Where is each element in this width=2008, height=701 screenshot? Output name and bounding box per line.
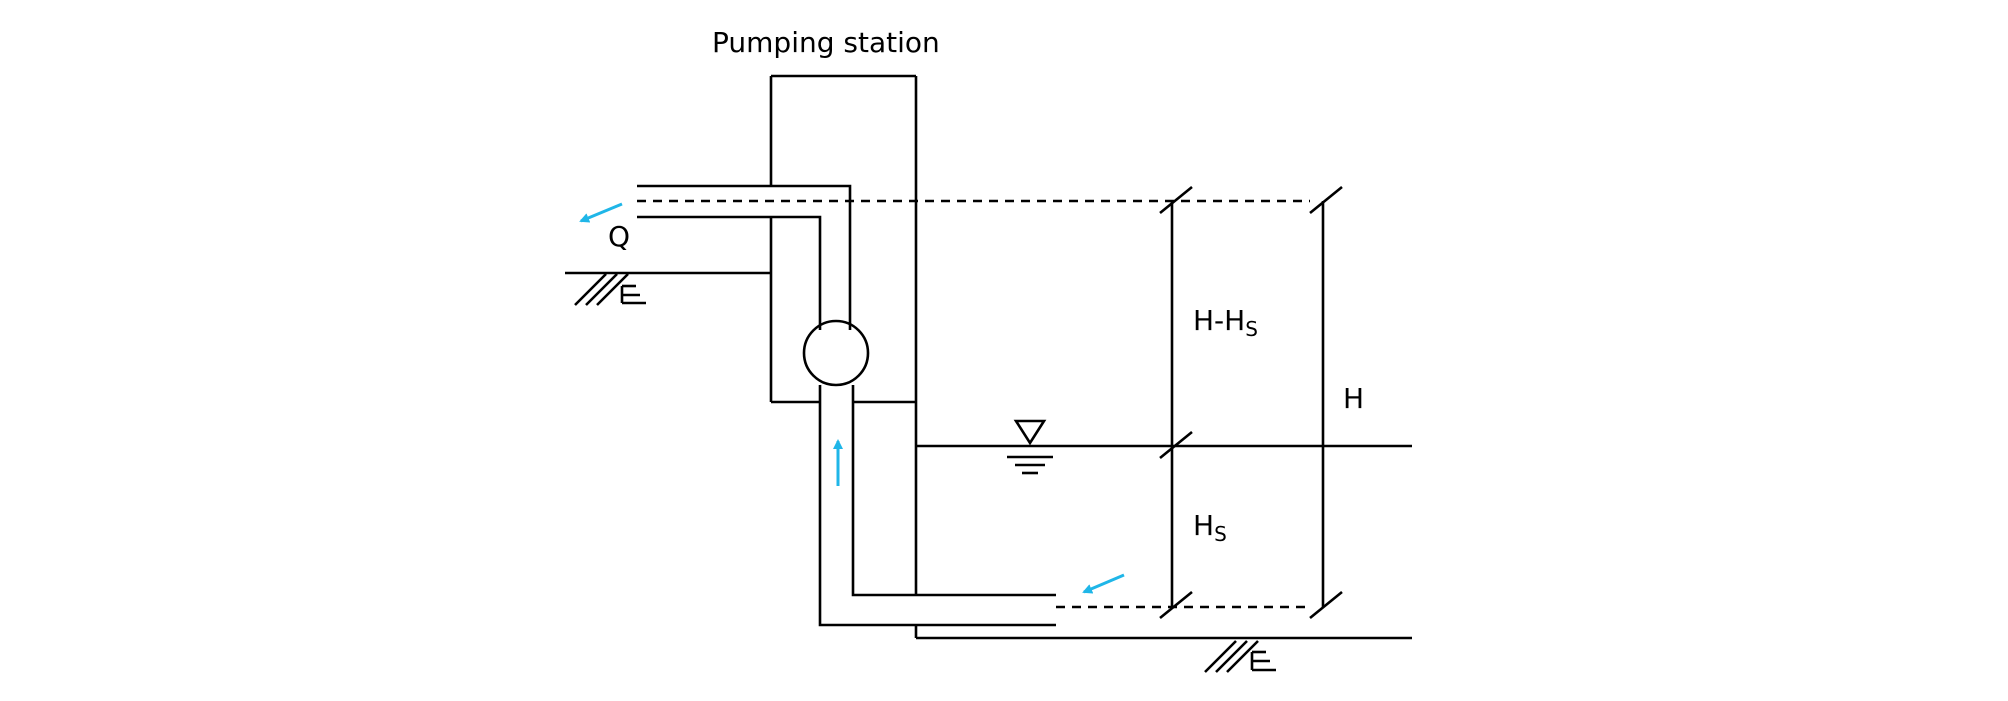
upper-height-label: H-HS [1193,304,1258,341]
flow-label: Q [608,220,630,253]
suction-pipe [818,385,1056,627]
lower-height-label: HS [1193,509,1227,546]
water-level-icon [1007,419,1053,475]
discharge-pipe [637,184,852,330]
flow-arrow-icon [579,202,623,223]
dimension-line-heights [1159,185,1193,620]
pumping-station-building [769,74,918,596]
total-height-label: H [1343,382,1364,415]
flow-arrow-icon [1082,573,1125,594]
pump-icon [802,319,870,387]
ground-hatch-icon [1204,640,1276,673]
dimension-line-total-height [1309,185,1343,620]
diagram-title: Pumping station [712,26,940,59]
ground-hatch-icon [574,273,646,306]
